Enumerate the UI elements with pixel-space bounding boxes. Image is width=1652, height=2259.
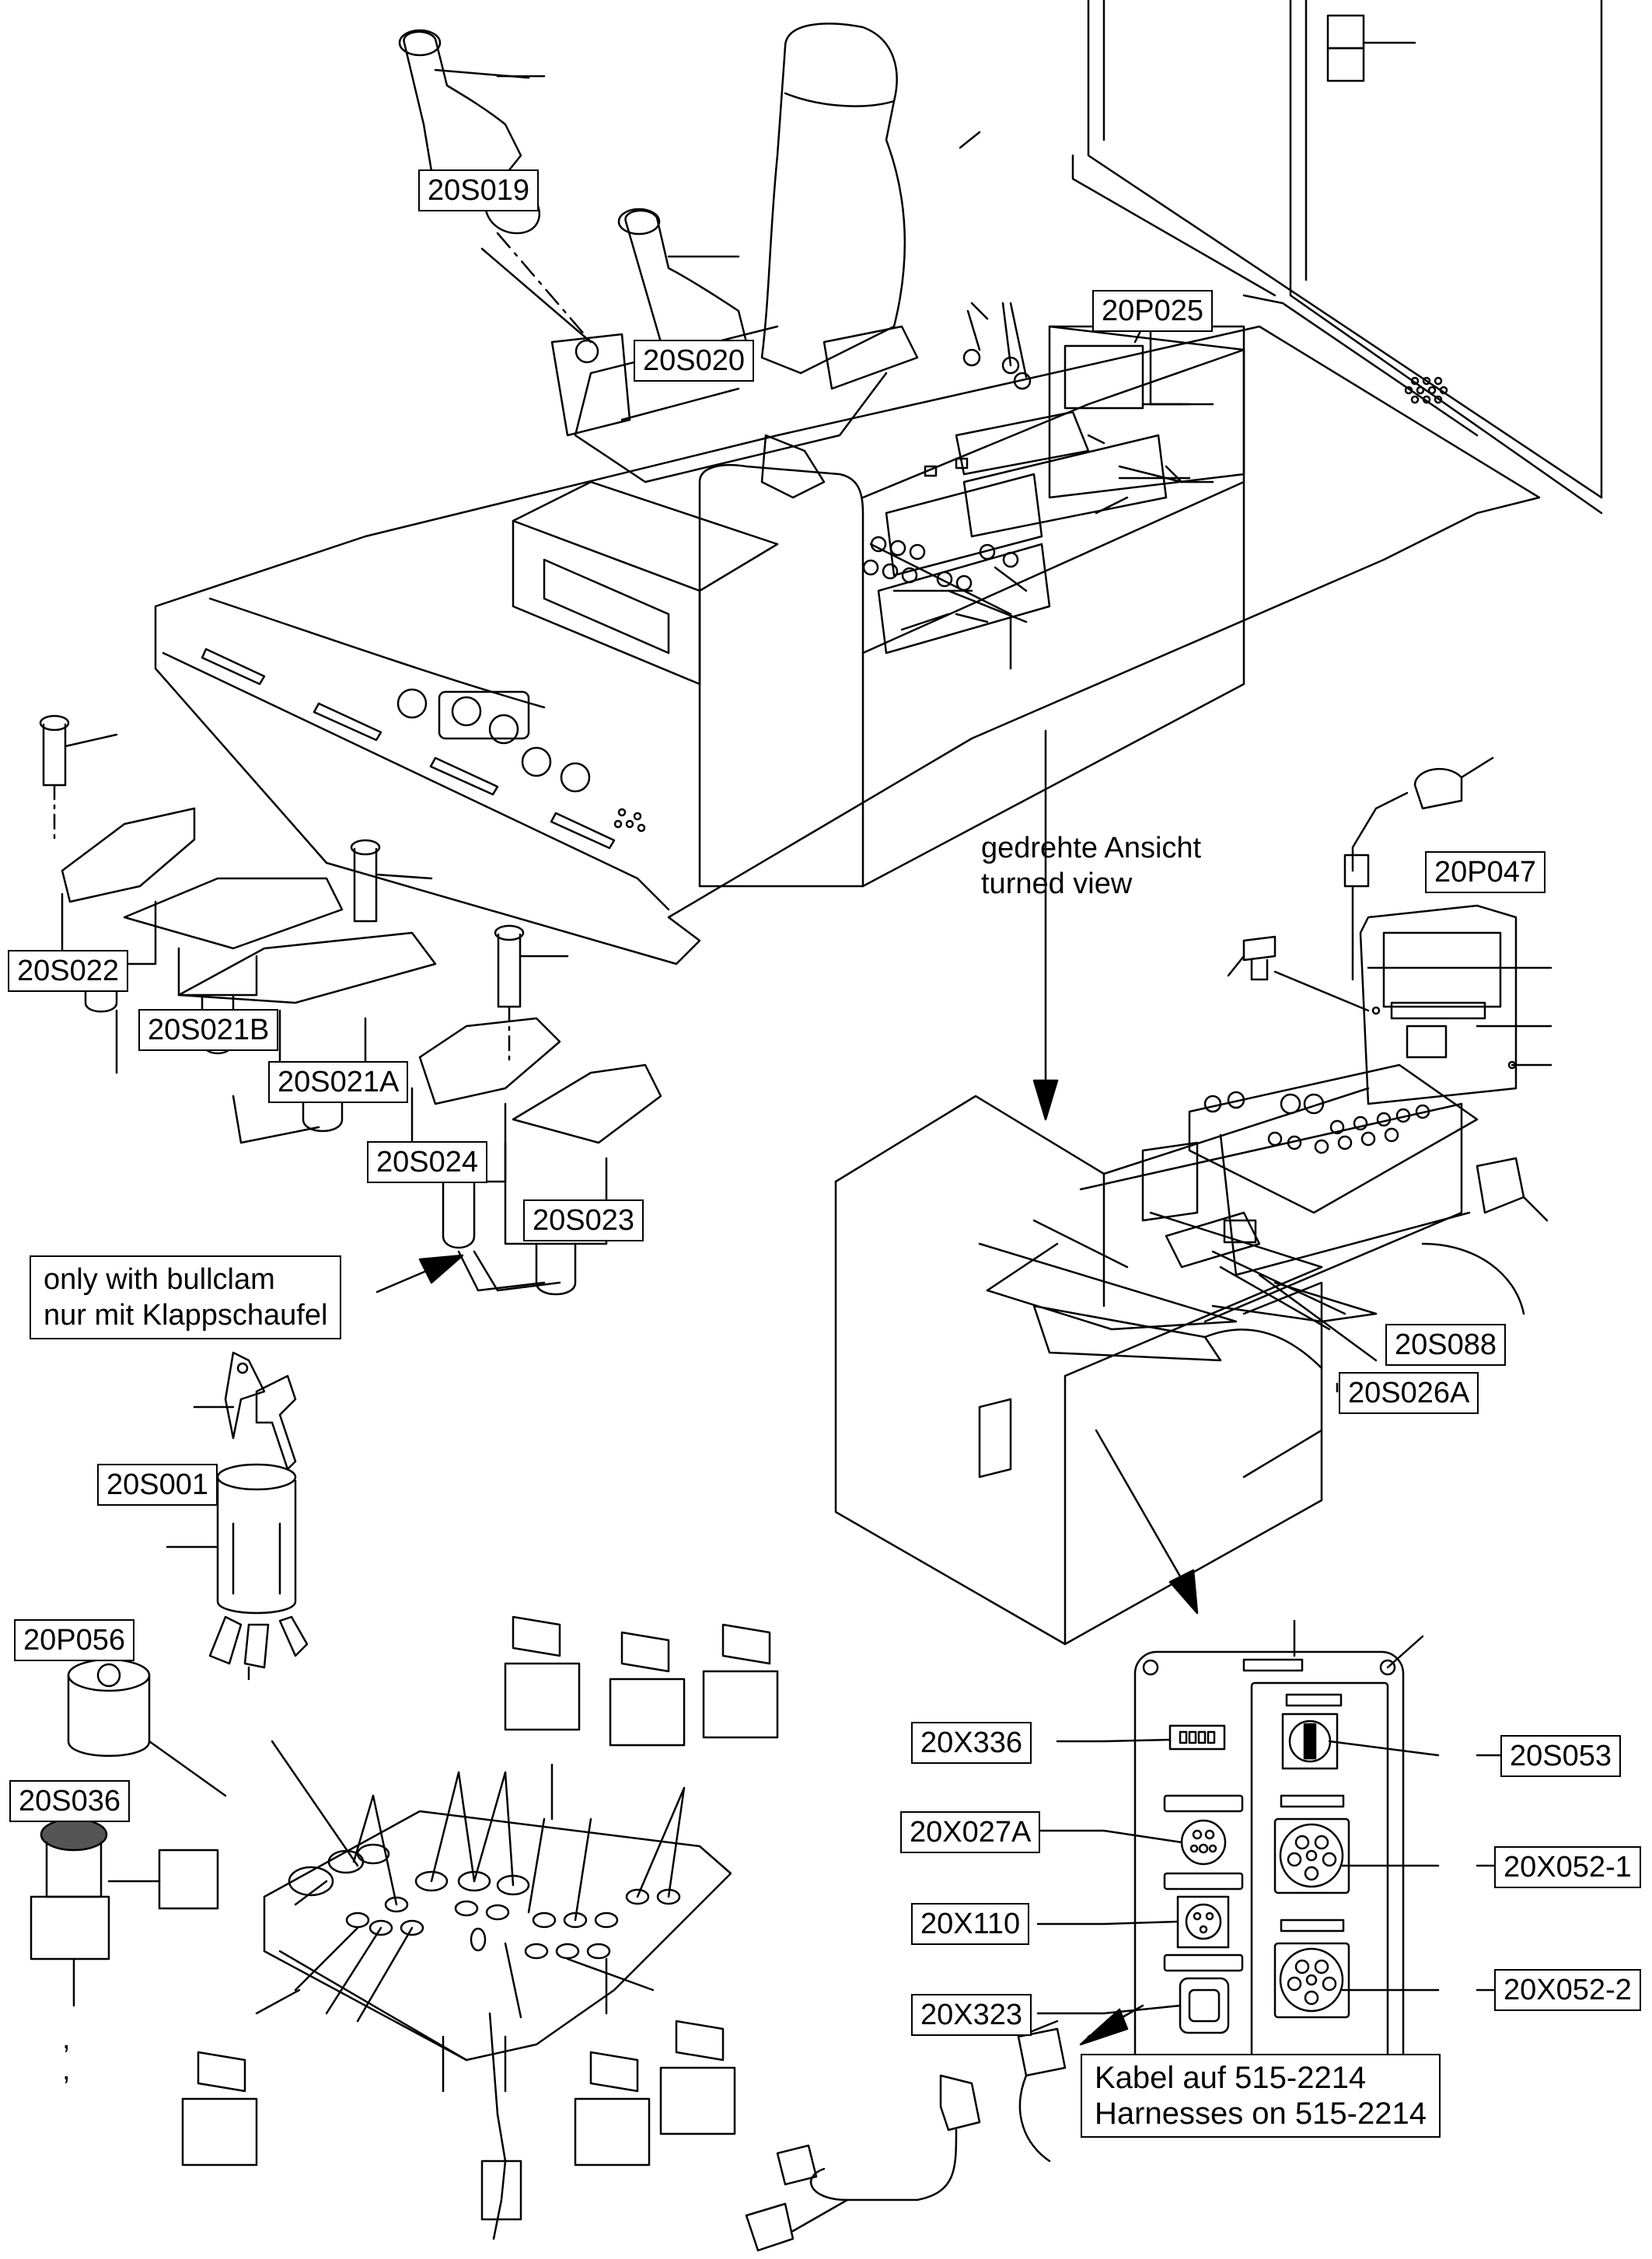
label-20S021A: 20S021A — [268, 1061, 409, 1103]
bullclam-note: only with bullclam nur mit Klappschaufel — [30, 1255, 342, 1339]
label-20S019: 20S019 — [418, 169, 540, 211]
cab-rear-wall — [1071, 0, 1603, 515]
leader-lines — [255, 75, 1552, 1393]
harness-note-en: Harnesses on 515-2214 — [1095, 2097, 1427, 2131]
label-20X027A: 20X027A — [900, 1811, 1041, 1853]
label-20S024: 20S024 — [367, 1141, 488, 1183]
arrows — [375, 729, 1199, 2046]
switch-panel — [181, 1615, 779, 2240]
comma-mark-1: , — [62, 2023, 71, 2055]
side-console-top — [698, 302, 1245, 888]
connector-plate — [1032, 1619, 1506, 2089]
label-20S036: 20S036 — [9, 1780, 131, 1822]
joystick-right — [617, 208, 826, 499]
label-20S088: 20S088 — [1385, 1324, 1507, 1366]
label-20X110: 20X110 — [911, 1903, 1030, 1945]
harness-note-de: Kabel auf 515-2214 — [1095, 2061, 1367, 2095]
bullclam-note-en: only with bullclam — [44, 1263, 275, 1296]
label-20S053: 20S053 — [1500, 1735, 1622, 1777]
harness-pieces — [745, 2020, 1067, 2252]
label-20S020: 20S020 — [634, 340, 755, 382]
turned-view-console — [834, 756, 1549, 1646]
turned-view-caption: gedrehte Ansicht turned view — [981, 830, 1201, 902]
turned-view-caption-en: turned view — [981, 868, 1133, 900]
cab-platform — [154, 325, 1541, 965]
bullclam-note-de: nur mit Klappschaufel — [44, 1299, 328, 1332]
label-20P025: 20P025 — [1092, 290, 1214, 332]
label-20S001: 20S001 — [97, 1464, 218, 1506]
label-20S021B: 20S021B — [138, 1009, 279, 1051]
label-20X336: 20X336 — [911, 1722, 1032, 1764]
horn-component — [67, 1658, 227, 1797]
label-20S022: 20S022 — [8, 950, 129, 992]
operator-seat — [550, 23, 919, 484]
label-20P056: 20P056 — [14, 1619, 135, 1661]
ignition-key-switch — [166, 1351, 309, 1681]
joystick-left — [398, 29, 592, 344]
comma-mark-2: , — [62, 2054, 71, 2086]
label-20X052-2: 20X052-2 — [1494, 1969, 1641, 2011]
turned-view-caption-de: gedrehte Ansicht — [981, 832, 1202, 864]
emergency-stop — [30, 1817, 219, 2007]
label-20S026A: 20S026A — [1339, 1372, 1479, 1414]
label-20X323: 20X323 — [911, 1994, 1032, 2036]
harness-note: Kabel auf 515-2214 Harnesses on 515-2214 — [1081, 2054, 1441, 2138]
label-20X052-1: 20X052-1 — [1494, 1846, 1641, 1888]
label-20S023: 20S023 — [523, 1199, 644, 1241]
label-20P047: 20P047 — [1425, 851, 1546, 893]
